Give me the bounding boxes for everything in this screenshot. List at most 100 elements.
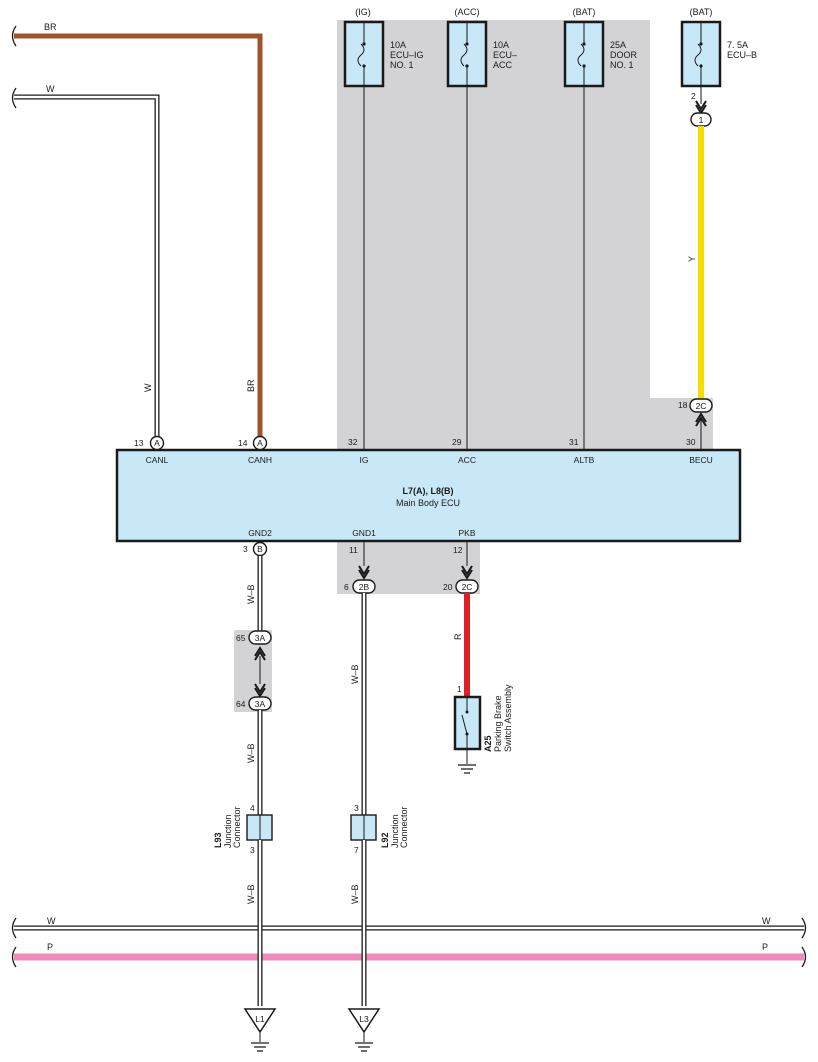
fuse-door-no1: (BAT) 25A DOOR NO. 1 [563,7,638,450]
ecu-terminal: ALTB [574,455,595,465]
pin-number: 30 [686,437,696,447]
ecu-terminal: GND2 [248,528,272,538]
wire-label-r: R [453,633,463,640]
wire-label-wb: W–B [246,743,256,763]
pin-number: 3 [354,803,359,813]
ecu-terminal: CANL [146,455,169,465]
connector-code: 3A [255,699,266,709]
pin-number: 64 [236,699,246,709]
ecu-terminal: ACC [458,455,476,465]
pin-number: 18 [678,400,688,410]
fuse-name: ECU– [493,50,517,60]
fuse-shade-region [337,20,713,450]
component-name: Parking Brake [493,695,503,752]
becu-yellow-wire: 2 1 Y 18 2C [678,91,713,450]
wire-label-w-top: W [46,84,55,94]
connector-code: 2C [696,401,707,411]
wire-label-br-vertical: BR [246,379,256,392]
fuse-ecu-ig: (IG) 10A ECU–IG NO. 1 [343,7,424,450]
pin-number: 20 [443,582,453,592]
fuse-source: (BAT) [690,7,713,17]
ecu-terminal: IG [360,455,369,465]
pin-number: 65 [236,633,246,643]
pin-number: 12 [453,545,463,555]
fuse-rating: 7. 5A [727,40,748,50]
gnd1-wire: 11 6 2B W–B 3 7 L92 Junction Connector W… [344,541,409,1006]
fuse-name-2: NO. 1 [610,60,634,70]
connector-code: B [257,544,263,554]
wire-label-y: Y [687,256,697,262]
component-name-2: Connector [399,806,409,848]
fuse-source: (IG) [355,7,371,17]
wire-label-w: W [762,916,771,926]
wire-label-wb: W–B [350,884,360,904]
gnd2-wire: 3 B W–B 65 3A 64 3A W–B 4 3 L93 Junction… [213,541,273,1006]
fuse-name: ECU–IG [390,50,424,60]
component-id: A25 [483,735,493,752]
ecu-terminal: BECU [689,455,713,465]
connector-code: 1 [699,115,704,125]
wire-label-p: P [47,942,53,952]
connector-code: A [154,438,160,448]
fuse-name-2: NO. 1 [390,60,414,70]
connector-code: 2C [462,582,473,592]
ground-id: L3 [359,1014,369,1024]
pin-number: 2 [691,91,696,101]
ecu-id: L7(A), L8(B) [403,486,454,496]
bus-w-wire: W W [14,916,804,931]
w-wire-top: W W [14,84,160,444]
component-id: L92 [380,832,390,848]
pin-number: 6 [344,582,349,592]
fuse-ecu-b: (BAT) 7. 5A ECU–B [680,7,757,104]
ground-id: L1 [255,1014,265,1024]
component-id: L93 [213,832,223,848]
break-marks-left [11,25,807,968]
pin-number: 29 [452,437,462,447]
connector-code: 3A [255,633,266,643]
connector-code: 2B [359,582,370,592]
ecu-terminal: GND1 [352,528,376,538]
wire-label-w-vertical: W [143,383,153,392]
pin-number: 3 [250,845,255,855]
fuse-source: (BAT) [573,7,596,17]
connector-code: A [257,438,263,448]
wire-label-br-top: BR [44,22,57,32]
fuse-rating: 10A [390,40,406,50]
bus-p-wire: P P [14,942,804,961]
fuse-ecu-acc: (ACC) 10A ECU– ACC [446,7,517,450]
component-name-2: Connector [232,806,242,848]
ground-wire-overlay [257,920,367,1006]
pin-number: 7 [354,845,359,855]
main-body-ecu: L7(A), L8(B) Main Body ECU 13 A CANL 14 … [115,435,742,543]
wire-label-p: P [762,942,768,952]
ecu-terminal: CANH [248,455,272,465]
component-name-2: Switch Assembly [503,684,513,752]
wire-label-wb: W–B [350,664,360,684]
ground-point-l3: L3 [347,1008,381,1052]
component-name: Junction [223,814,233,848]
pin-number: 1 [457,684,462,694]
pin-number: 32 [348,437,358,447]
ground-point-l1: L1 [243,1008,277,1052]
pin-number: 13 [134,438,144,448]
pin-number: 31 [569,437,579,447]
fuse-name: DOOR [610,50,638,60]
wire-label-wb: W–B [246,584,256,604]
fuse-name: ECU–B [727,50,757,60]
br-wire-top: BR BR [14,22,263,444]
pkb-wire: 12 20 2C R 1 A25 Parking Brake Switch As… [443,541,513,774]
fuse-rating: 10A [493,40,509,50]
ecu-name: Main Body ECU [396,498,460,508]
fuse-rating: 25A [610,40,626,50]
pin-number: 3 [243,544,248,554]
pin-number: 14 [238,438,248,448]
pin-number: 4 [250,803,255,813]
ecu-terminal: PKB [458,528,475,538]
fuse-source: (ACC) [455,7,480,17]
fuse-name-2: ACC [493,60,513,70]
wire-label-w: W [47,916,56,926]
pin-number: 11 [349,545,358,555]
component-name: Junction [390,814,400,848]
wire-label-wb: W–B [246,884,256,904]
